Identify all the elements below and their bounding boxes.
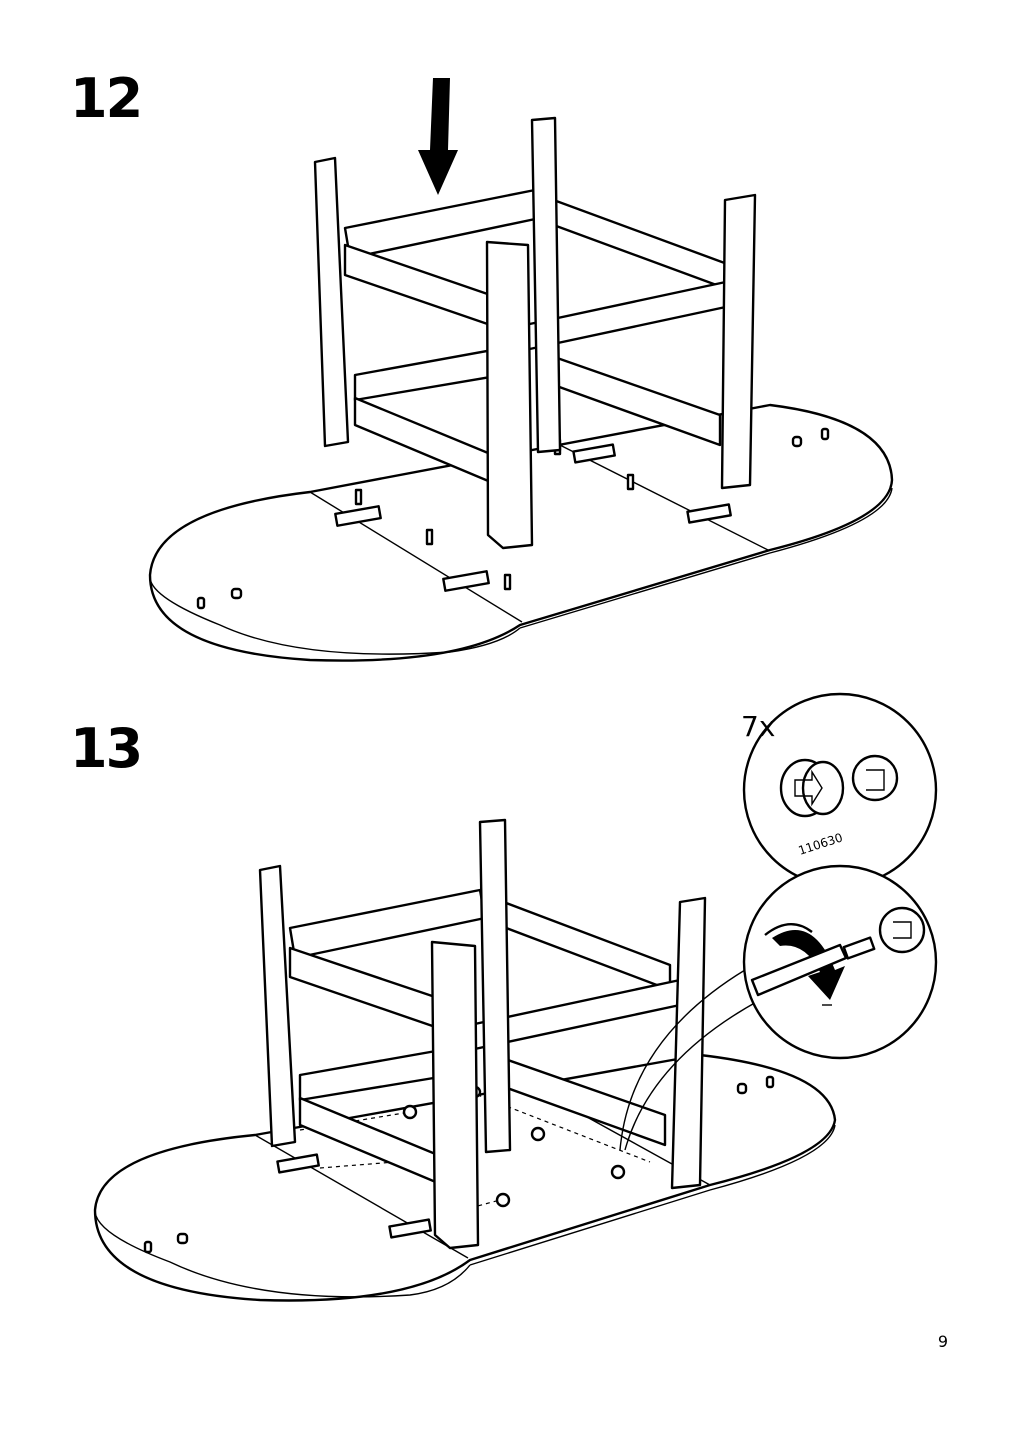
detail-circle-cam-lock: 7x 110630 (741, 692, 938, 888)
frame-step-12 (313, 116, 757, 550)
dowels-step-13 (143, 1075, 775, 1254)
page-number: 9 (937, 1332, 948, 1351)
detail-circle-screwdriver (742, 864, 938, 1060)
frame-step-13 (258, 818, 707, 1250)
step-12-number: 12 (70, 67, 143, 130)
step-13-illustration: 7x 110630 (0, 680, 1012, 1320)
step-12-illustration (0, 0, 1012, 700)
hinges-step-12 (334, 443, 732, 592)
hinges-step-13 (276, 1153, 432, 1239)
rotate-arrow-icon (772, 929, 845, 1000)
step-13-number: 13 (70, 717, 143, 780)
quantity-label: 7x (741, 710, 775, 743)
arrow-down-icon (418, 78, 458, 195)
